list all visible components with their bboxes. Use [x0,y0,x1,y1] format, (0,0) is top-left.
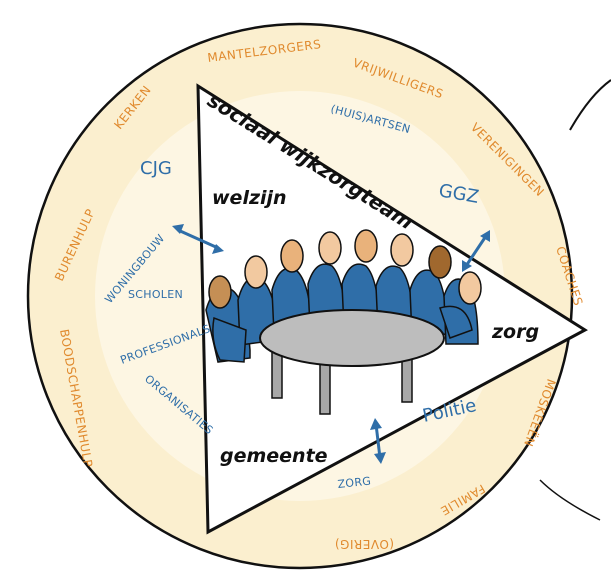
arrows [172,224,490,464]
person-head [318,231,342,265]
label-zorg: zorg [491,321,539,343]
arrow-right [464,235,488,267]
label-cjg: CJG [140,158,172,179]
table [259,309,445,415]
person-head [354,229,378,263]
person-head [208,275,232,309]
label-gemeente: gemeente [220,445,328,467]
neighbor-arc-bottom [539,479,601,521]
person-head [244,255,268,289]
person-head [280,239,304,273]
label-overig: (OVERIG) [334,537,394,551]
label-scholen: SCHOLEN [128,288,183,301]
arrow-left [177,228,219,250]
label-welzijn: welzijn [212,187,287,209]
team-meeting-illustration [205,229,482,415]
neighbor-circle-arc [569,79,611,131]
person-head [458,271,482,305]
arrow-bottom [374,423,382,459]
person-head [428,245,452,279]
label-zorg-small: ZORG [337,475,372,491]
person-head [390,233,414,267]
